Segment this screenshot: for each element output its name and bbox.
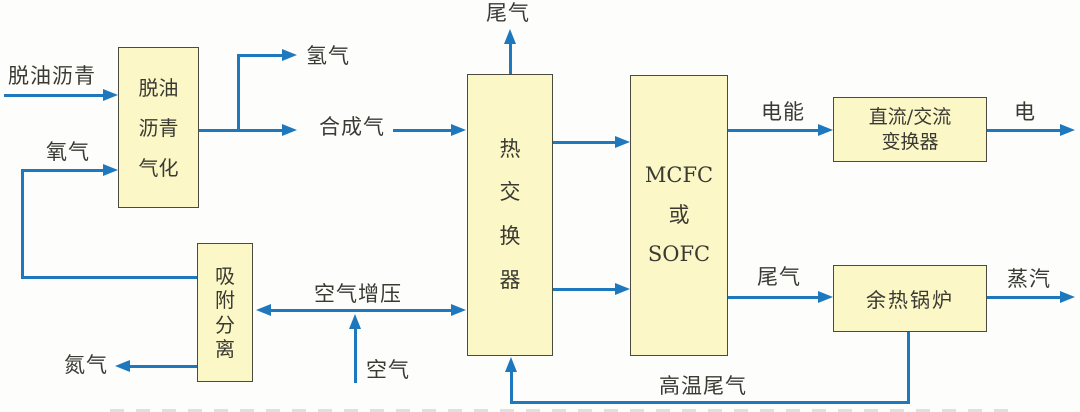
dc-ac-converter-box-label: 直流/交流 变换器	[868, 105, 952, 153]
recycle-line-up	[510, 370, 513, 403]
label-electric-energy: 电能	[761, 100, 805, 124]
deoiled-asphalt-line	[4, 94, 104, 97]
fuel-cell-box: MCFC 或 SOFC	[630, 75, 728, 356]
label-electricity: 电	[1014, 100, 1036, 124]
offgas-top-line	[509, 43, 512, 74]
arrow-left-icon	[115, 360, 130, 372]
hydrogen-branch-riser	[237, 55, 240, 132]
arrow-left-icon	[256, 304, 271, 316]
oxygen-line-top	[21, 169, 103, 172]
arrow-right-icon	[103, 89, 118, 101]
hydrogen-branch-line	[237, 54, 282, 57]
heat-exchanger-box-label: 热 交 换 器	[499, 136, 521, 292]
adsorption-separation-box: 吸 附 分 离	[197, 243, 253, 382]
dc-ac-converter-box: 直流/交流 变换器	[833, 97, 987, 162]
label-air-pressurization: 空气增压	[314, 282, 402, 306]
label-nitrogen: 氮气	[64, 353, 108, 377]
arrow-right-icon	[1060, 124, 1075, 136]
recycle-line-bottom	[510, 401, 910, 404]
arrow-right-icon	[1060, 291, 1075, 303]
label-syngas: 合成气	[319, 115, 385, 139]
waste-heat-boiler-box: 余热锅炉	[833, 265, 987, 332]
fuel-cell-box-label: MCFC 或 SOFC	[644, 162, 714, 267]
recycle-line-down	[907, 332, 910, 404]
arrow-right-icon	[282, 124, 297, 136]
adsorption-separation-box-label: 吸 附 分 离	[215, 263, 235, 361]
air-in-line	[354, 328, 357, 383]
waste-heat-boiler-box-label: 余热锅炉	[866, 288, 954, 312]
label-offgas-fc: 尾气	[757, 265, 801, 289]
arrow-right-icon	[615, 283, 630, 295]
air-pressurization-line	[270, 309, 452, 312]
arrow-right-icon	[103, 164, 118, 176]
hx-to-fc-line-bottom	[553, 288, 615, 291]
arrow-right-icon	[818, 291, 833, 303]
label-air: 空气	[366, 358, 410, 382]
label-hydrogen: 氢气	[306, 44, 350, 68]
label-deoiled-asphalt: 脱油沥青	[8, 64, 96, 88]
steam-out-line	[987, 296, 1060, 299]
cropped-caption-artifact	[110, 409, 1020, 412]
arrow-right-icon	[451, 124, 466, 136]
oxygen-line-riser	[21, 169, 24, 279]
arrow-right-icon	[451, 304, 466, 316]
nitrogen-line	[129, 365, 197, 368]
heat-exchanger-box: 热 交 换 器	[467, 74, 553, 356]
syngas-line-a	[199, 129, 282, 132]
label-steam: 蒸汽	[1007, 267, 1051, 291]
arrow-right-icon	[818, 124, 833, 136]
oxygen-line-bottom	[21, 276, 197, 279]
arrow-up-icon	[504, 29, 516, 44]
label-high-temp-offgas: 高温尾气	[659, 374, 747, 398]
arrow-up-icon	[349, 314, 361, 329]
label-offgas-top: 尾气	[486, 1, 530, 25]
hx-to-fc-line-top	[553, 141, 615, 144]
arrow-up-icon	[505, 357, 517, 372]
gasifier-box: 脱油 沥青 气化	[118, 47, 199, 208]
fc-offgas-line	[728, 296, 818, 299]
electric-energy-line	[728, 129, 818, 132]
arrow-right-icon	[615, 136, 630, 148]
label-oxygen: 氧气	[46, 140, 90, 164]
arrow-right-icon	[282, 49, 297, 61]
gasifier-box-label: 脱油 沥青 气化	[138, 75, 179, 180]
electricity-out-line	[987, 129, 1060, 132]
syngas-line-b	[393, 129, 451, 132]
